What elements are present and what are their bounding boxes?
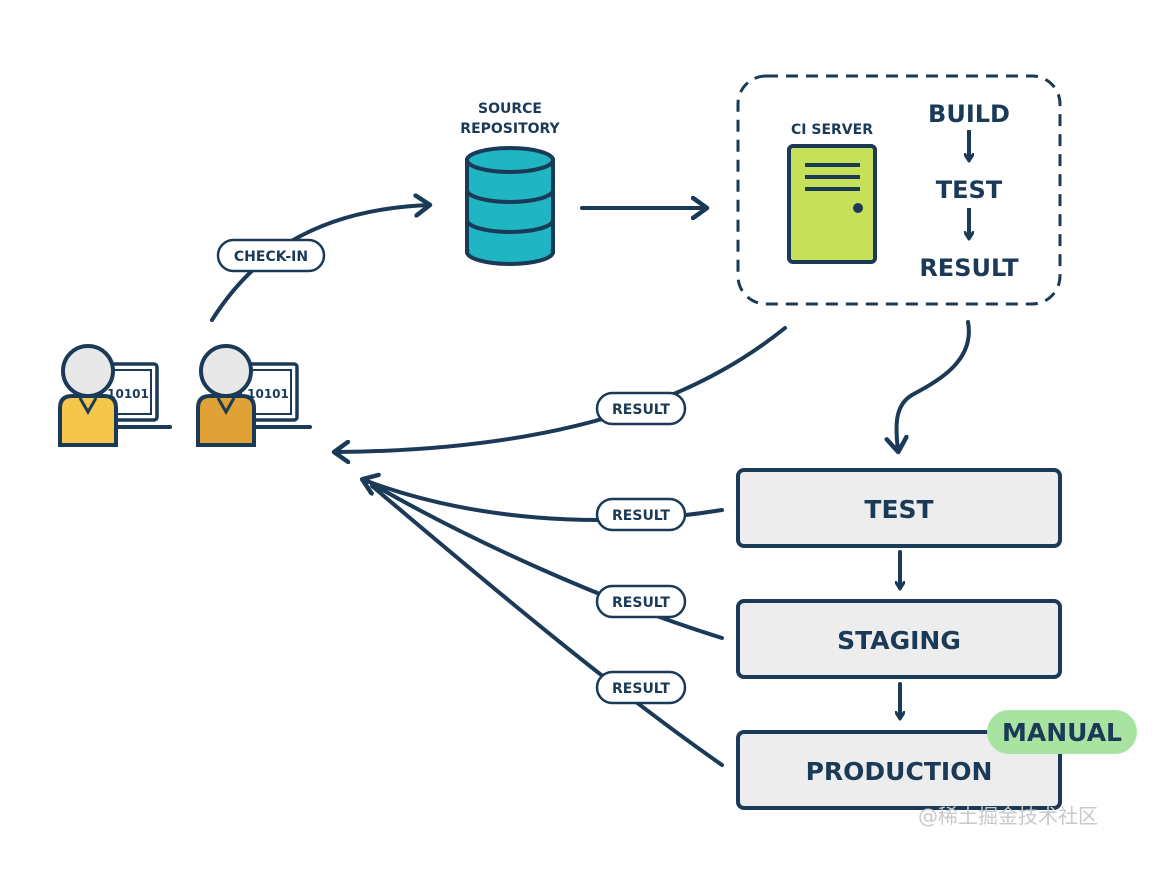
check-in-pill: CHECK-IN xyxy=(216,238,326,273)
developer-2: 10101 xyxy=(196,344,312,447)
stage-staging: STAGING xyxy=(736,599,1062,679)
result-label-ci: RESULT xyxy=(612,402,670,418)
result-label-production: RESULT xyxy=(612,681,670,697)
result-label-staging: RESULT xyxy=(612,595,670,611)
developer-1: 10101 xyxy=(58,344,172,447)
server-icon xyxy=(787,144,877,264)
check-in-label: CHECK-IN xyxy=(234,249,308,265)
stage-production: PRODUCTION xyxy=(736,730,1062,810)
result-pill-staging: RESULT xyxy=(595,584,687,619)
developer-2-screen-text: 10101 xyxy=(247,387,289,401)
staging-result-arrow xyxy=(370,482,724,640)
stage-test-label: TEST xyxy=(864,495,933,524)
watermark: @稀土掘金技术社区 xyxy=(918,804,1098,828)
person-icon xyxy=(58,344,118,447)
stage-staging-label: STAGING xyxy=(837,626,961,655)
person-icon xyxy=(196,344,256,447)
ci-server-box xyxy=(736,74,1062,306)
ci-step-test: TEST xyxy=(936,176,1003,204)
stage-test: TEST xyxy=(736,468,1062,548)
result-pill-ci: RESULT xyxy=(595,391,687,426)
production-result-arrow xyxy=(370,484,724,767)
database-icon xyxy=(465,146,555,266)
ci-to-test-arrow xyxy=(896,320,971,450)
manual-badge: MANUAL xyxy=(987,710,1137,754)
manual-badge-label: MANUAL xyxy=(1002,718,1122,747)
source-repository-label-line2: REPOSITORY xyxy=(460,121,560,137)
developer-1-screen-text: 10101 xyxy=(107,387,149,401)
ci-step-build: BUILD xyxy=(928,100,1010,128)
stage-production-label: PRODUCTION xyxy=(806,757,993,786)
result-pill-test: RESULT xyxy=(595,497,687,532)
ci-result-arrow xyxy=(336,326,787,452)
ci-server-label: CI SERVER xyxy=(791,122,873,138)
source-repository-label-line1: SOURCE xyxy=(478,101,542,117)
result-label-test: RESULT xyxy=(612,508,670,524)
result-pill-production: RESULT xyxy=(595,670,687,705)
ci-step-result: RESULT xyxy=(919,254,1019,282)
